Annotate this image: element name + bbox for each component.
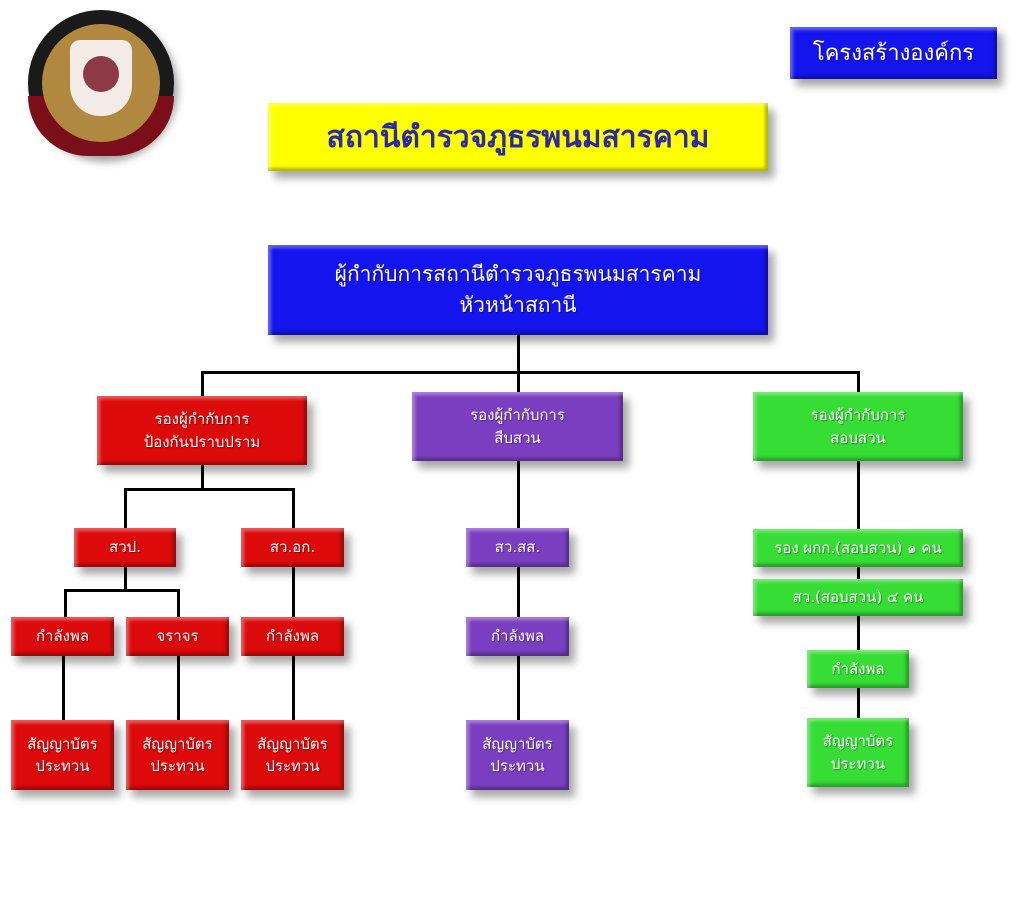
noncommissioned-label: ประทวน xyxy=(830,754,886,773)
noncommissioned-label: ประทวน xyxy=(490,757,545,775)
commissioned-label: สัญญาบัตร xyxy=(482,734,553,753)
connector xyxy=(857,616,860,651)
deputy-inquiry-box: รองผู้กำกับการ สอบสวน xyxy=(753,392,963,461)
investigation-inspector-label: สว.สส. xyxy=(494,538,541,557)
commissioned-label: สัญญาบัตร xyxy=(142,734,213,753)
connector xyxy=(124,567,127,591)
connector xyxy=(201,371,204,397)
staff-label: กำลังพล xyxy=(35,627,90,646)
investigation-inspector-box: สว.สส. xyxy=(466,528,569,567)
inquiry-staff-box: กำลังพล xyxy=(807,650,909,688)
inquiry-deputy-label: รอง ผกก.(สอบสวน) ๑ คน xyxy=(774,538,942,557)
patrol-inspector-box: สวป. xyxy=(74,528,176,567)
connector xyxy=(124,488,127,529)
police-station-logo xyxy=(28,10,174,156)
connector xyxy=(177,656,180,721)
commissioned-label: สัญญาบัตร xyxy=(27,734,98,753)
officer-box: สัญญาบัตรประทวน xyxy=(11,720,114,790)
connector xyxy=(857,567,860,580)
staff-label: กำลังพล xyxy=(490,627,545,646)
admin-inspector-label: สว.อก. xyxy=(269,538,316,557)
deputy-unit: ป้องกันปราบปราม xyxy=(143,432,261,451)
connector xyxy=(857,688,860,719)
connector xyxy=(64,589,67,618)
deputy-unit: สอบสวน xyxy=(830,428,886,447)
admin-staff-box: กำลังพล xyxy=(241,617,344,656)
officer-box: สัญญาบัตรประทวน xyxy=(241,720,344,790)
officer-box: สัญญาบัตรประทวน xyxy=(126,720,229,790)
chief-box: ผู้กำกับการสถานีตำรวจภูธรพนมสารคาม หัวหน… xyxy=(268,245,768,335)
connector xyxy=(517,335,520,373)
connector xyxy=(292,656,295,721)
inquiry-deputy-box: รอง ผกก.(สอบสวน) ๑ คน xyxy=(753,529,963,567)
investigation-staff-box: กำลังพล xyxy=(466,617,569,656)
station-name: สถานีตำรวจภูธรพนมสารคาม xyxy=(326,119,710,155)
noncommissioned-label: ประทวน xyxy=(150,757,205,775)
deputy-unit: สืบสวน xyxy=(494,428,541,447)
admin-inspector-box: สว.อก. xyxy=(241,528,344,567)
deputy-title: รองผู้กำกับการ xyxy=(470,406,565,424)
staff-label: กำลังพล xyxy=(831,659,885,678)
deputy-title: รองผู้กำกับการ xyxy=(154,410,250,428)
chief-title: ผู้กำกับการสถานีตำรวจภูธรพนมสารคาม xyxy=(334,261,702,286)
deputy-prevention-box: รองผู้กำกับการ ป้องกันปราบปราม xyxy=(97,396,307,465)
deputy-investigation-box: รองผู้กำกับการ สืบสวน xyxy=(412,392,623,461)
connector xyxy=(62,656,65,721)
inquiry-inspector-box: สว.(สอบสวน) ๔ คน xyxy=(753,579,963,616)
chief-role: หัวหน้าสถานี xyxy=(459,293,577,317)
connector xyxy=(201,371,860,374)
patrol-staff-box: กำลังพล xyxy=(11,617,114,656)
connector xyxy=(292,567,295,618)
patrol-inspector-label: สวป. xyxy=(109,538,141,557)
staff-label: กำลังพล xyxy=(265,627,320,646)
station-name-banner: สถานีตำรวจภูธรพนมสารคาม xyxy=(268,103,768,171)
connector xyxy=(517,461,520,529)
connector xyxy=(64,589,180,592)
connector xyxy=(124,488,295,491)
traffic-box: จราจร xyxy=(126,617,229,656)
connector xyxy=(292,488,295,529)
org-structure-title: โครงสร้างองค์กร xyxy=(790,27,997,79)
connector xyxy=(517,656,520,721)
connector xyxy=(517,371,520,393)
connector xyxy=(177,589,180,618)
deputy-title: รองผู้กำกับการ xyxy=(810,406,906,424)
commissioned-label: สัญญาบัตร xyxy=(822,732,894,750)
connector xyxy=(857,461,860,530)
noncommissioned-label: ประทวน xyxy=(265,757,320,775)
inquiry-inspector-label: สว.(สอบสวน) ๔ คน xyxy=(792,588,924,607)
traffic-label: จราจร xyxy=(156,627,199,646)
officer-box: สัญญาบัตรประทวน xyxy=(466,720,569,790)
org-structure-title-text: โครงสร้างองค์กร xyxy=(812,40,975,66)
connector xyxy=(517,567,520,618)
connector xyxy=(857,371,860,393)
noncommissioned-label: ประทวน xyxy=(35,757,90,775)
officer-box: สัญญาบัตรประทวน xyxy=(807,718,909,787)
commissioned-label: สัญญาบัตร xyxy=(257,734,328,753)
connector xyxy=(201,465,204,490)
